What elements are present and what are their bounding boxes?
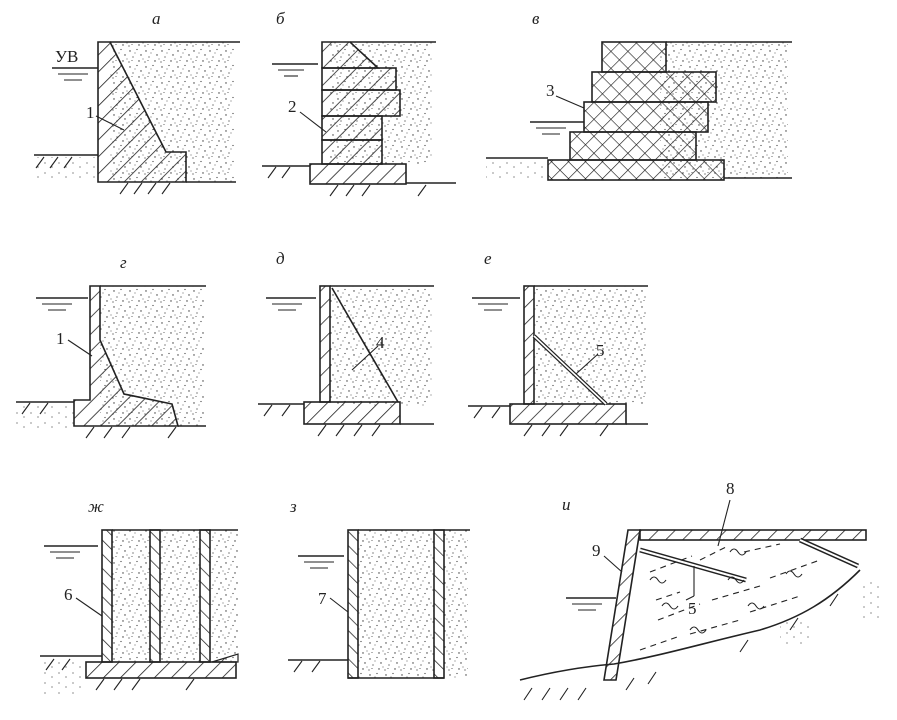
callout-6: 6 <box>64 585 73 604</box>
anchor-strut <box>799 539 859 567</box>
inclined-wall <box>603 529 641 681</box>
block <box>321 139 383 165</box>
panel-zh: ж 6 <box>40 497 239 694</box>
panel-letter-a: а <box>152 9 161 28</box>
callout-2: 2 <box>288 97 297 116</box>
panel-z: з 7 <box>288 497 470 679</box>
gabion-base <box>547 159 725 181</box>
panel-d: д 4 <box>258 249 434 437</box>
slip-surface <box>519 569 861 681</box>
gabion <box>601 41 667 73</box>
foundation-slab <box>309 163 407 185</box>
panel-letter-z: з <box>289 497 297 516</box>
gabion <box>583 101 709 133</box>
backfill-soil <box>444 530 468 678</box>
top-slab <box>639 529 867 541</box>
callout-1: 1 <box>86 103 95 122</box>
callout-7: 7 <box>318 589 327 608</box>
foundation-slab <box>85 661 237 679</box>
panel-e: е 5 <box>468 249 648 437</box>
callout-5: 5 <box>688 599 697 618</box>
callout-5: 5 <box>596 341 605 360</box>
callout-9: 9 <box>592 541 601 560</box>
wall-base <box>303 401 401 425</box>
inner-wall <box>149 529 161 663</box>
callout-8: 8 <box>726 479 735 498</box>
panel-a: а УВ 1 <box>34 9 240 195</box>
anchor-wall <box>433 529 445 679</box>
backfill-soil <box>534 286 646 404</box>
wall-base <box>509 403 627 425</box>
panel-letter-i: и <box>562 495 571 514</box>
wall-stem <box>523 285 535 405</box>
cantilever-wall <box>73 285 180 427</box>
gabion <box>569 131 697 161</box>
panel-letter-e: е <box>484 249 492 268</box>
fill-cell <box>358 530 434 678</box>
panel-letter-v: в <box>532 9 540 28</box>
anchor-strut <box>639 549 747 581</box>
block <box>321 89 401 117</box>
panel-letter-d: д <box>276 249 285 268</box>
sheet-pile-wall <box>347 529 359 679</box>
inner-wall <box>199 529 211 663</box>
water-level-label: УВ <box>55 47 78 66</box>
panel-g: г 1 <box>16 253 206 439</box>
backfill-soil <box>210 530 238 662</box>
panel-v: в 3 <box>486 9 792 181</box>
block <box>321 67 397 91</box>
gabion <box>591 71 717 103</box>
block <box>321 115 383 141</box>
panel-letter-b: б <box>276 9 285 28</box>
fill-cell <box>112 530 150 662</box>
wall-stem <box>319 285 331 403</box>
callout-4: 4 <box>376 333 385 352</box>
backfill-soil <box>330 286 432 406</box>
fill-cell <box>160 530 200 662</box>
panel-b: б 2 <box>262 9 456 197</box>
tie-rod <box>331 287 399 403</box>
panel-i: и <box>519 479 884 701</box>
sheet-pile-wall <box>101 529 113 663</box>
panel-letter-g: г <box>120 253 127 272</box>
callout-1: 1 <box>56 329 65 348</box>
panel-letter-zh: ж <box>88 497 104 516</box>
callout-3: 3 <box>546 81 555 100</box>
